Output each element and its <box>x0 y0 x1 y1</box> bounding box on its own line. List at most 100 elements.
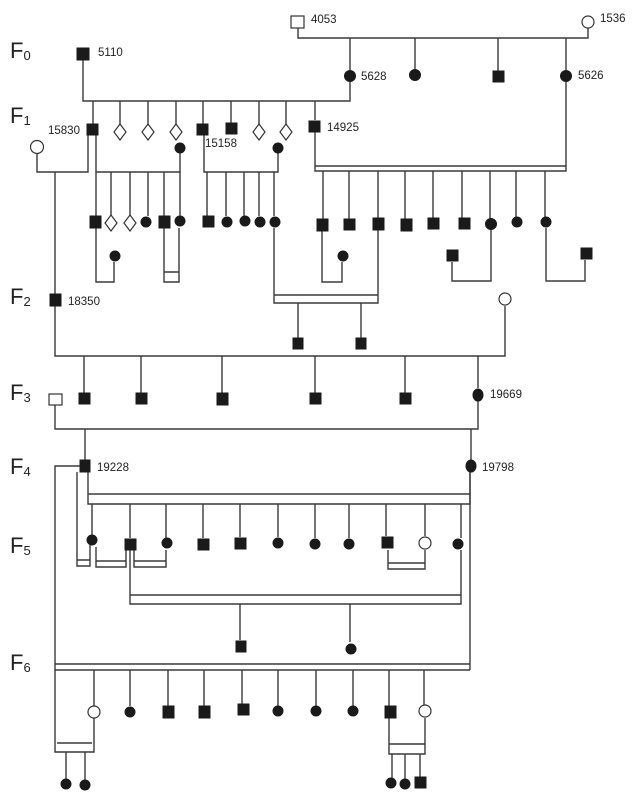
mating-line-14925-5626 <box>314 76 567 172</box>
male-affected[interactable] <box>492 70 505 83</box>
male-affected[interactable] <box>135 392 148 405</box>
sex-unknown-unaffected[interactable] <box>113 123 127 141</box>
female-affected[interactable] <box>540 216 552 228</box>
male-unaffected-4053[interactable] <box>290 15 305 29</box>
male-affected[interactable] <box>89 215 102 229</box>
sex-unknown-unaffected[interactable] <box>123 214 137 232</box>
male-affected[interactable] <box>202 215 215 228</box>
male-affected-15830[interactable] <box>86 123 99 136</box>
consanguineous-mating-f2-b <box>163 228 180 283</box>
female-affected[interactable] <box>140 216 152 228</box>
generation-label-f6: F6 <box>10 650 31 675</box>
sex-unknown-unaffected[interactable] <box>141 123 155 141</box>
female-affected[interactable] <box>399 778 411 790</box>
female-affected[interactable] <box>86 534 98 546</box>
female-affected[interactable] <box>109 250 121 262</box>
female-unaffected[interactable] <box>418 704 432 718</box>
sex-unknown-unaffected[interactable] <box>169 123 183 141</box>
female-affected-19798[interactable] <box>465 459 477 473</box>
female-affected[interactable] <box>272 705 284 717</box>
female-affected[interactable] <box>485 218 497 230</box>
male-affected[interactable] <box>400 218 413 232</box>
male-affected[interactable] <box>580 247 593 260</box>
mating-line-f5-b <box>95 547 127 568</box>
female-affected[interactable] <box>79 779 91 791</box>
mating-line-15830 <box>36 134 89 173</box>
female-affected[interactable] <box>221 216 233 228</box>
female-unaffected-1536[interactable] <box>581 15 595 29</box>
male-affected[interactable] <box>292 337 304 350</box>
male-affected[interactable] <box>225 122 238 135</box>
male-affected[interactable] <box>78 392 91 405</box>
female-affected[interactable] <box>272 142 284 154</box>
male-affected[interactable] <box>234 537 247 550</box>
female-affected[interactable] <box>347 705 359 717</box>
female-affected[interactable] <box>272 537 284 549</box>
female-unaffected[interactable] <box>29 139 45 155</box>
female-affected[interactable] <box>269 216 281 228</box>
male-affected[interactable] <box>158 215 171 229</box>
female-affected[interactable] <box>254 216 266 228</box>
male-affected[interactable] <box>237 703 250 716</box>
female-affected[interactable] <box>345 643 357 655</box>
male-affected[interactable] <box>384 705 397 719</box>
male-affected[interactable] <box>124 538 137 551</box>
female-affected[interactable] <box>60 778 72 790</box>
id-label-19228: 19228 <box>97 462 129 474</box>
female-affected[interactable] <box>409 69 421 81</box>
female-affected-5626[interactable] <box>560 70 572 82</box>
male-affected[interactable] <box>381 536 394 549</box>
generation-label-f2: F2 <box>10 284 31 309</box>
male-affected-18350[interactable] <box>49 293 62 307</box>
male-affected[interactable] <box>235 640 247 653</box>
male-affected[interactable] <box>309 392 322 405</box>
female-affected-19669[interactable] <box>472 388 484 402</box>
sex-unknown-unaffected[interactable] <box>252 123 266 141</box>
female-affected[interactable] <box>124 706 136 718</box>
male-affected[interactable] <box>414 776 427 789</box>
female-affected[interactable] <box>309 538 321 550</box>
male-affected[interactable] <box>198 705 211 719</box>
female-affected[interactable] <box>385 777 397 789</box>
female-affected[interactable] <box>337 250 349 262</box>
female-affected[interactable] <box>161 537 173 549</box>
male-affected[interactable] <box>427 217 440 230</box>
sex-unknown-unaffected[interactable] <box>279 123 293 141</box>
sibship-lines-f3-small <box>297 303 362 338</box>
male-affected-5110[interactable] <box>76 47 90 61</box>
female-affected[interactable] <box>343 538 355 550</box>
female-affected-5628[interactable] <box>344 70 356 82</box>
male-affected-14925[interactable] <box>308 120 321 133</box>
sibship-lines-f5 <box>91 504 462 538</box>
female-affected[interactable] <box>452 538 464 550</box>
female-affected[interactable] <box>310 705 322 717</box>
male-affected[interactable] <box>316 218 329 232</box>
female-affected[interactable] <box>511 216 523 228</box>
id-label-5628: 5628 <box>361 71 387 83</box>
female-unaffected[interactable] <box>498 292 512 306</box>
male-affected[interactable] <box>355 337 367 350</box>
sex-unknown-unaffected[interactable] <box>104 214 118 232</box>
male-affected[interactable] <box>399 392 412 405</box>
female-unaffected[interactable] <box>418 536 432 550</box>
female-affected[interactable] <box>239 215 251 227</box>
female-unaffected[interactable] <box>87 705 101 719</box>
male-affected[interactable] <box>162 705 175 719</box>
male-affected-15158[interactable] <box>196 123 209 136</box>
generation-label-f4: F4 <box>10 454 31 479</box>
male-affected[interactable] <box>458 217 471 230</box>
male-affected[interactable] <box>197 538 210 551</box>
consanguinity-line-f6 <box>55 663 470 671</box>
male-affected[interactable] <box>343 218 356 231</box>
mating-line-4053-1536 <box>297 28 589 39</box>
male-affected[interactable] <box>372 217 385 231</box>
male-affected[interactable] <box>216 392 229 406</box>
male-unaffected[interactable] <box>48 393 63 406</box>
female-affected[interactable] <box>174 215 186 227</box>
id-label-19798: 19798 <box>482 462 514 474</box>
male-affected-19228[interactable] <box>79 459 91 473</box>
sibship-lines-f0 <box>349 38 567 76</box>
male-affected[interactable] <box>446 249 459 262</box>
mating-line-f5-a <box>76 472 91 567</box>
female-affected[interactable] <box>174 142 186 154</box>
